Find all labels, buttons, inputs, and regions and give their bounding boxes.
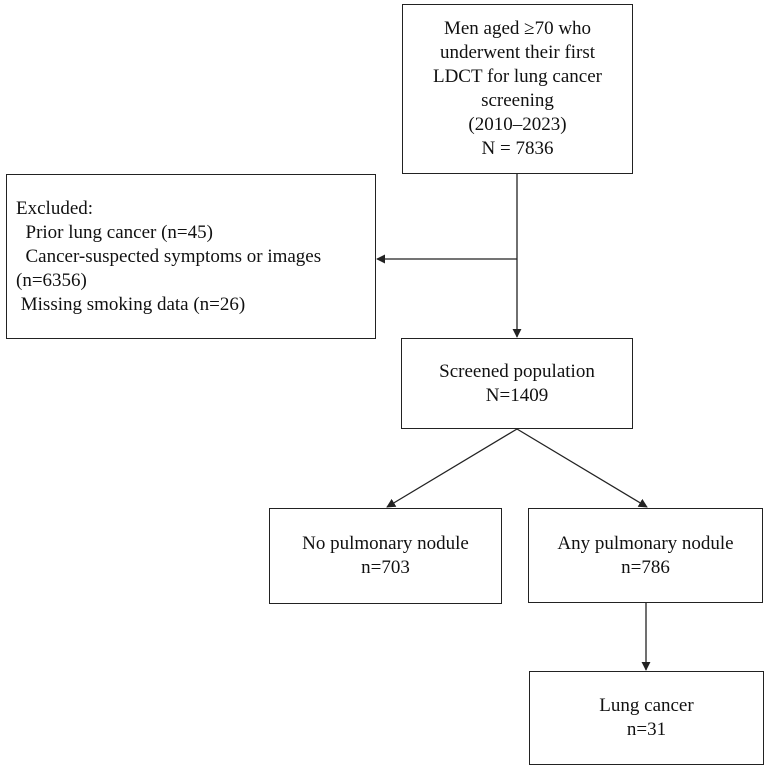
excluded-item: Cancer-suspected symptoms or images [16, 245, 322, 267]
no-nodule-box: No pulmonary nodule n=703 [269, 508, 502, 604]
arrow-screened-to-no-nodule [386, 428, 518, 508]
cohort-line: LDCT for lung cancer [432, 66, 602, 87]
any-nodule-label: Any pulmonary nodule [557, 532, 734, 554]
excluded-item: Prior lung cancer (n=45) [16, 221, 213, 243]
cohort-line: (2010–2023) [468, 114, 567, 135]
cohort-line: underwent their first [439, 42, 596, 63]
lung-cancer-label: Lung cancer [599, 695, 694, 716]
lung-cancer-count: n=31 [626, 719, 667, 740]
screened-count: N=1409 [485, 384, 549, 406]
cohort-count: N = 7836 [481, 138, 554, 159]
cohort-line: Men aged ≥70 who [443, 18, 592, 39]
no-nodule-count: n=703 [361, 557, 410, 578]
cohort-box: Men aged ≥70 who underwent their first L… [402, 4, 633, 174]
any-nodule-count: n=786 [621, 556, 670, 578]
no-nodule-label: No pulmonary nodule [302, 533, 469, 554]
any-nodule-box: Any pulmonary nodule n=786 [528, 508, 763, 603]
excluded-box: Excluded: Prior lung cancer (n=45) Cance… [6, 174, 376, 339]
excluded-heading: Excluded: [16, 197, 94, 219]
arrow-screened-to-any-nodule [516, 428, 648, 508]
excluded-item: Missing smoking data (n=26) [16, 293, 246, 315]
cohort-line: screening [481, 90, 554, 111]
excluded-item: (n=6356) [16, 269, 87, 291]
screened-population-box: Screened population N=1409 [401, 338, 633, 429]
lung-cancer-box: Lung cancer n=31 [529, 671, 764, 765]
screened-label: Screened population [439, 360, 595, 382]
